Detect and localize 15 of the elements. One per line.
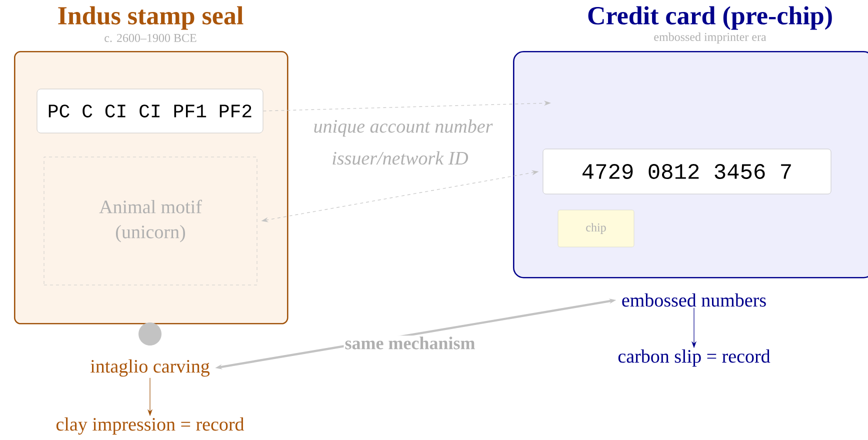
step-text: carbon slip = record <box>618 349 770 367</box>
panel-title: Indus stamp seal <box>58 6 244 30</box>
step-text: intaglio carving <box>90 359 210 377</box>
edge-label: same mechanism <box>344 336 476 350</box>
motif-box: Animal motif (unicorn) <box>44 156 258 286</box>
panel-subtitle: c. 2600–1900 BCE <box>104 34 196 42</box>
number-box: 4729 0812 3456 7 <box>542 148 832 194</box>
edge-label: unique account number <box>312 118 494 138</box>
step-text: clay impression = record <box>56 417 244 435</box>
step-text: embossed numbers <box>622 293 766 307</box>
panel-title: Credit card (pre-chip) <box>588 6 832 30</box>
edge-label: issuer/network ID <box>330 150 470 166</box>
sign-box: PC C CI CI PF1 PF2 <box>36 88 264 134</box>
chip-box: chip <box>558 210 634 248</box>
panel-subtitle: embossed imprinter era <box>654 32 766 44</box>
